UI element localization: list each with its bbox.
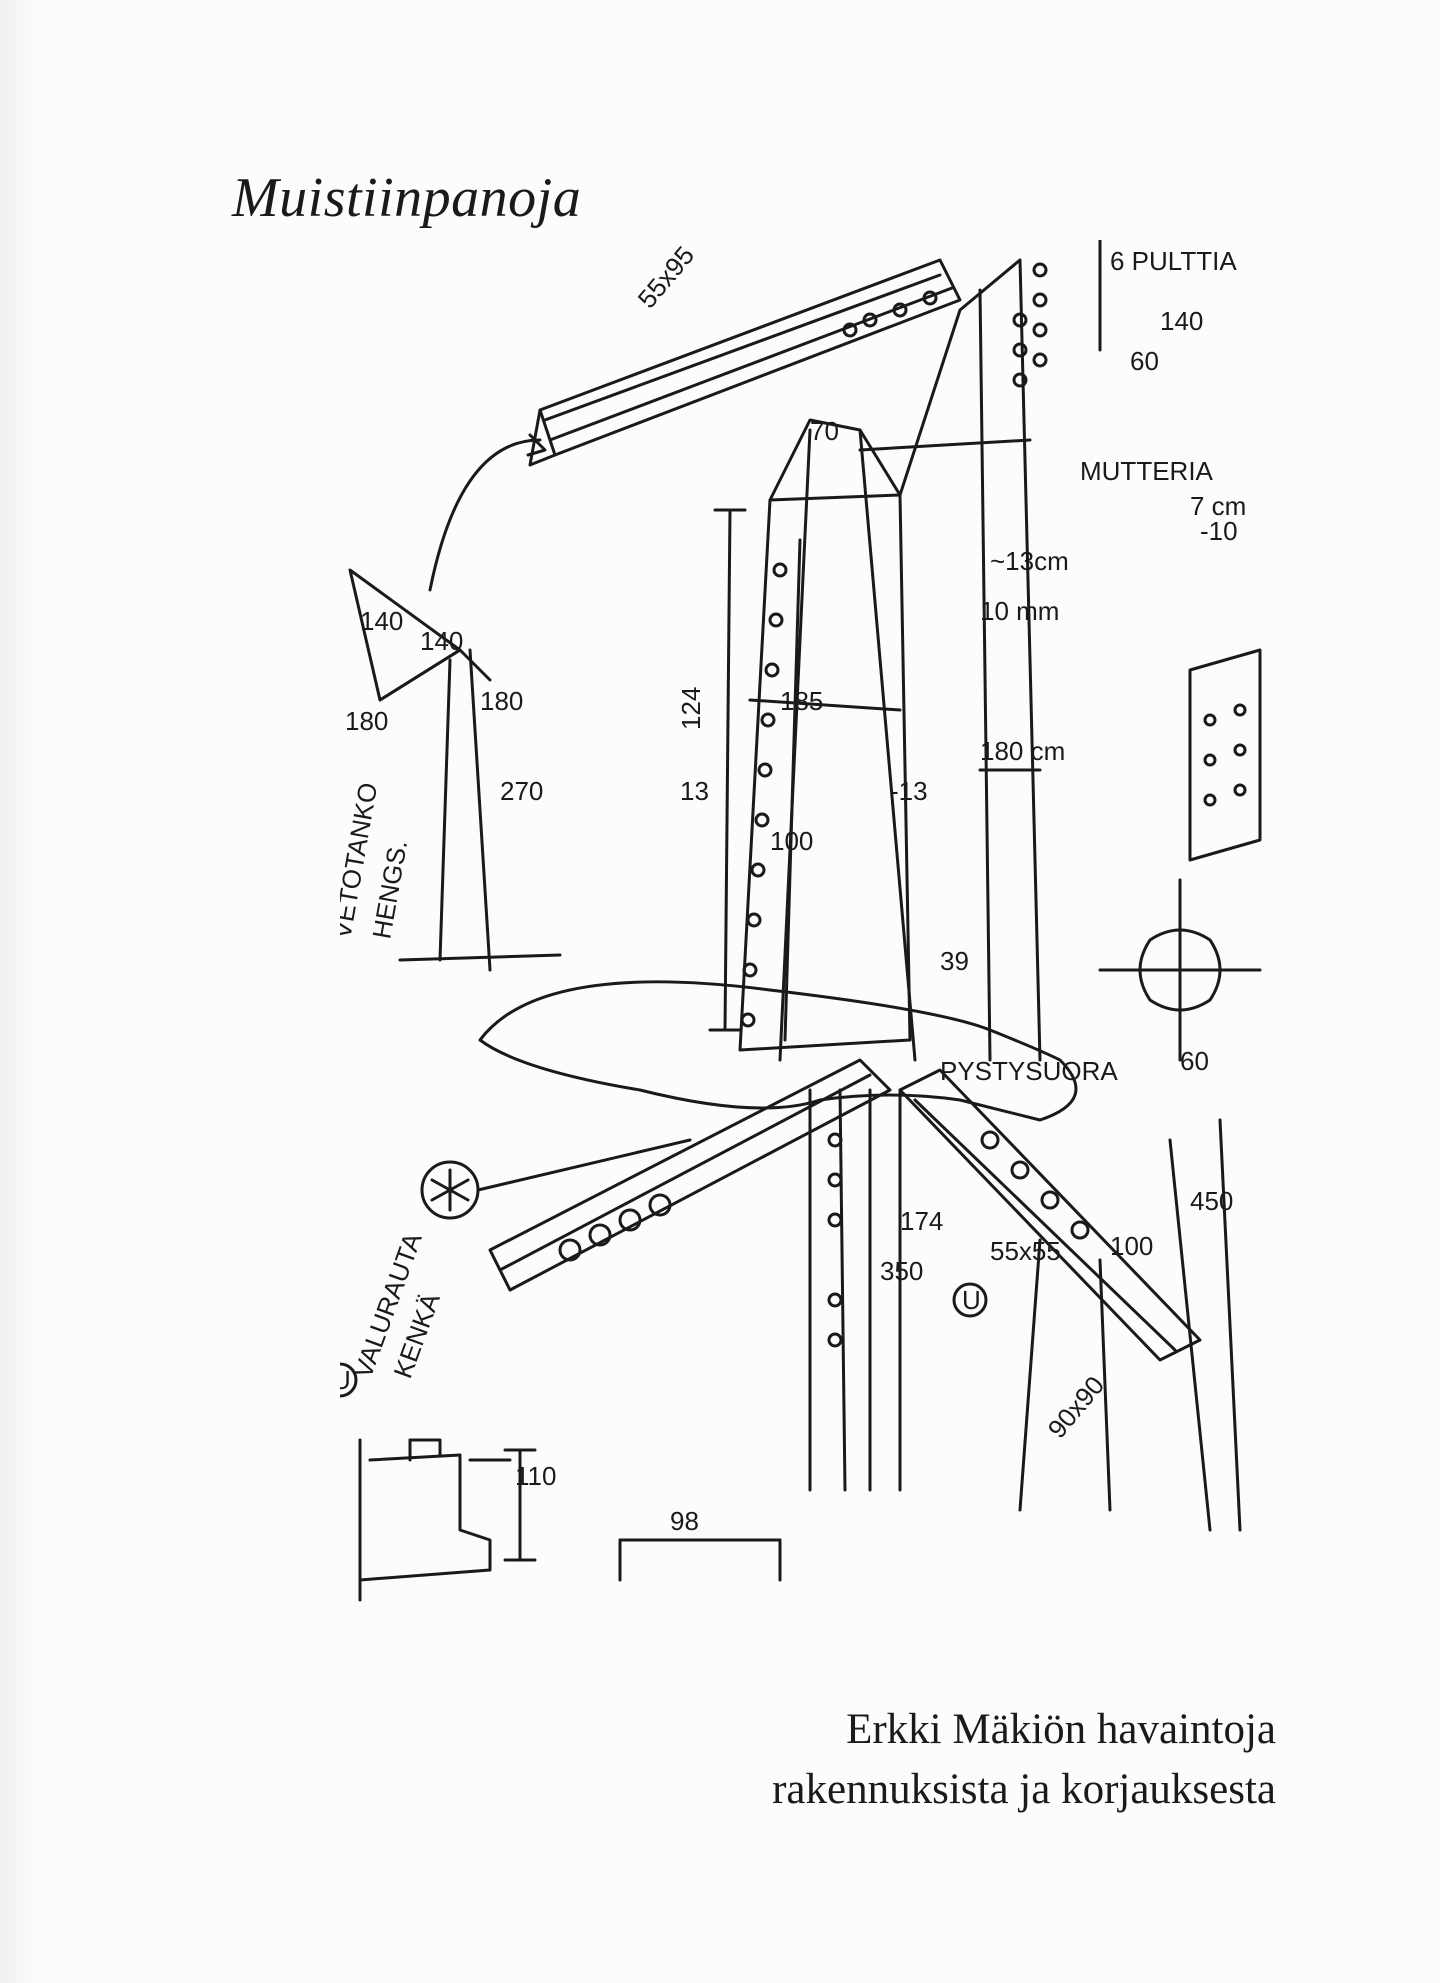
svg-text:98: 98	[670, 1506, 699, 1536]
svg-text:MUTTERIA: MUTTERIA	[1080, 456, 1214, 486]
svg-text:~13cm: ~13cm	[990, 546, 1069, 576]
svg-text:55x95: 55x95	[632, 240, 701, 314]
cover-subtitle: Erkki Mäkiön havaintoja rakennuksista ja…	[772, 1700, 1276, 1820]
svg-text:6 PULTTIA: 6 PULTTIA	[1110, 246, 1237, 276]
svg-text:180 cm: 180 cm	[980, 736, 1065, 766]
subtitle-line-2: rakennuksista ja korjauksesta	[772, 1766, 1276, 1813]
svg-text:110: 110	[515, 1461, 556, 1491]
svg-text:55x55: 55x55	[990, 1236, 1061, 1266]
svg-text:60: 60	[1130, 346, 1159, 376]
svg-text:39: 39	[940, 946, 969, 976]
svg-text:270: 270	[500, 776, 543, 806]
svg-text:13: 13	[680, 776, 709, 806]
svg-text:140: 140	[360, 606, 403, 636]
sketch-left-truss	[348, 433, 562, 972]
svg-text:10 mm: 10 mm	[980, 596, 1059, 626]
svg-text:70: 70	[810, 416, 839, 446]
cover-title: Muistiinpanoja	[232, 167, 582, 229]
svg-text:140: 140	[420, 626, 463, 656]
svg-text:U: U	[962, 1285, 981, 1315]
svg-text:100: 100	[770, 826, 813, 856]
svg-text:7 cm: 7 cm	[1190, 491, 1246, 521]
sketch-oval-connector	[478, 980, 1078, 1122]
svg-text:350: 350	[880, 1256, 923, 1286]
svg-text:140: 140	[1160, 306, 1203, 336]
svg-text:60: 60	[1180, 1046, 1209, 1076]
svg-text:HENGS.: HENGS.	[366, 838, 413, 941]
svg-text:174: 174	[900, 1206, 943, 1236]
sketch-bottom-dimension	[618, 1538, 782, 1582]
svg-text:90x90: 90x90	[1042, 1370, 1111, 1444]
svg-text:-13: -13	[890, 776, 928, 806]
svg-text:450: 450	[1190, 1186, 1233, 1216]
svg-text:185: 185	[780, 686, 823, 716]
sketch-top-beam	[528, 258, 962, 467]
svg-text:180: 180	[345, 706, 388, 736]
subtitle-line-1: Erkki Mäkiön havaintoja	[846, 1706, 1276, 1753]
svg-text:180: 180	[480, 686, 523, 716]
svg-text:124: 124	[676, 687, 706, 730]
sketch-asterisk-marker	[420, 1138, 692, 1220]
svg-text:100: 100	[1110, 1231, 1153, 1261]
sketch-main-column	[738, 258, 1048, 1062]
spine-edge	[0, 0, 46, 1983]
architectural-sketch: 55x95 6 PULTTIA 140 60 MUTTERIA 7 cm -10…	[340, 240, 1262, 1602]
svg-text:-10: -10	[1200, 516, 1238, 546]
svg-text:PYSTYSUORA: PYSTYSUORA	[940, 1056, 1118, 1086]
sketch-dimensions	[708, 240, 1102, 1032]
sketch-bottom-foot	[340, 1282, 988, 1602]
sketch-right-ornament	[1098, 648, 1262, 1062]
sketch-lower-braces	[488, 1058, 1242, 1532]
svg-text:U: U	[340, 1365, 351, 1395]
